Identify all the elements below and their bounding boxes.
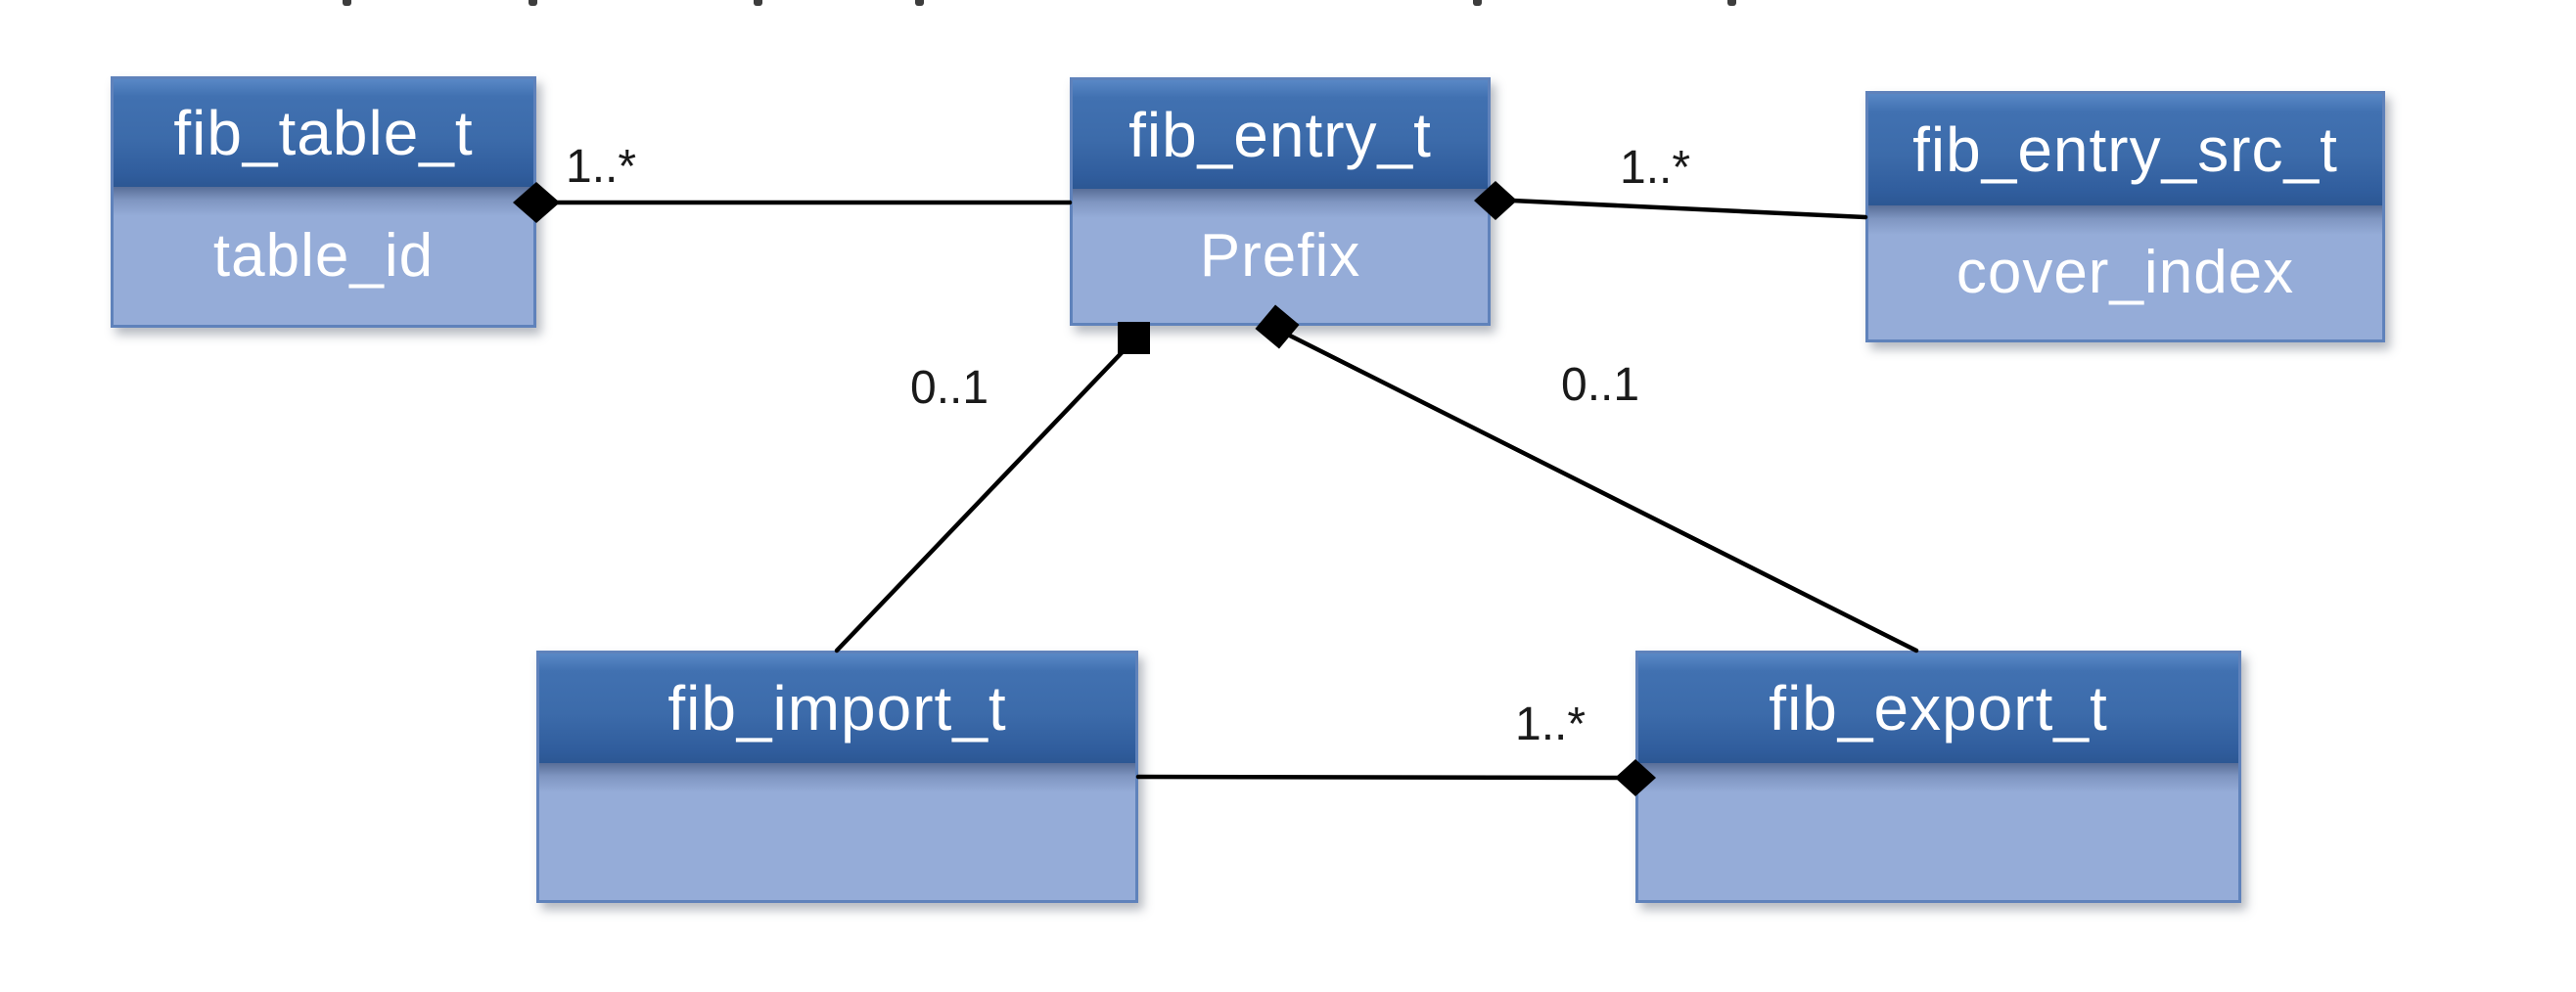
composition-diamond-icon [1118,322,1150,354]
class-header: fib_import_t [539,654,1135,763]
class-attribute: Prefix [1199,222,1361,290]
class-attribute: cover_index [1955,239,2295,306]
multiplicity-label: 1..* [566,141,636,193]
multiplicity-label: 0..1 [1561,359,1639,411]
association-line [1277,328,1919,654]
class-fib-entry-t: fib_entry_t Prefix [1070,77,1491,326]
class-fib-entry-src-t: fib_entry_src_t cover_index [1865,91,2385,342]
cropped-text-fragment [915,0,924,6]
class-fib-table-t: fib_table_t table_id [111,76,536,328]
association-import-export: 1..* [1135,699,1656,796]
class-header: fib_entry_t [1073,80,1488,189]
class-name: fib_entry_t [1128,99,1432,170]
multiplicity-label: 0..1 [910,362,989,414]
class-fib-import-t: fib_import_t [536,651,1138,903]
class-fib-export-t: fib_export_t [1635,651,2241,903]
association-line [1135,774,1638,781]
association-line [834,338,1136,654]
cropped-text-fragment [529,0,537,6]
class-attribute-section: table_id [114,187,533,325]
class-attribute-section: Prefix [1073,189,1488,323]
association-table-entry: 1..* [513,141,1073,223]
cropped-text-fragment [343,0,351,6]
class-attribute-section [1638,763,2238,900]
association-entry-entrysrc: 1..* [1474,142,1868,220]
multiplicity-label: 1..* [1620,142,1690,194]
cropped-text-fragment [1473,0,1482,6]
cropped-text-fragment [1727,0,1736,6]
class-header: fib_entry_src_t [1868,94,2382,205]
association-line [1488,197,1868,220]
class-name: fib_import_t [667,673,1007,744]
class-header: fib_export_t [1638,654,2238,763]
class-name: fib_entry_src_t [1912,114,2338,185]
association-entry-import: 0..1 [834,322,1150,654]
class-attribute-section: cover_index [1868,205,2382,339]
class-name: fib_table_t [173,98,474,168]
class-name: fib_export_t [1769,673,2108,744]
class-header: fib_table_t [114,79,533,187]
class-attribute: table_id [212,222,435,290]
class-attribute-section [539,763,1135,900]
association-entry-export: 0..1 [1255,304,1919,654]
cropped-text-fragment [754,0,762,6]
multiplicity-label: 1..* [1515,699,1586,750]
